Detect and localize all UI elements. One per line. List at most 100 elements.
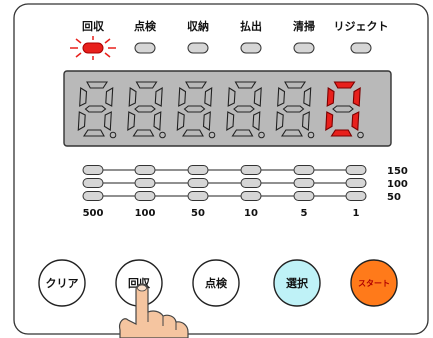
- status-labels: 回収 点検 収納 払出 清掃 リジェクト: [82, 19, 389, 33]
- digit-segment: [178, 87, 187, 107]
- digit-segment: [330, 129, 353, 137]
- denomination-led: [293, 178, 315, 188]
- denomination-led: [187, 191, 209, 201]
- led-kaishu-active: [70, 36, 116, 60]
- decimal-point: [357, 131, 364, 139]
- digit-segment: [183, 105, 206, 113]
- row-label: 150: [387, 166, 408, 177]
- digit-segment: [303, 87, 312, 107]
- denomination-label: 50: [191, 208, 205, 219]
- status-label-seiso: 清掃: [293, 19, 315, 33]
- status-label-tenken: 点検: [134, 19, 157, 33]
- digit-segment: [154, 87, 163, 107]
- digit-segment: [202, 111, 211, 131]
- digit-segment: [77, 111, 86, 131]
- digit-segment: [252, 111, 261, 131]
- status-label-haraidashi: 払出: [240, 19, 262, 33]
- digit-segment: [79, 87, 88, 107]
- denomination-led: [82, 191, 104, 201]
- status-label-reject: リジェクト: [334, 20, 389, 33]
- denomination-led: [293, 191, 315, 201]
- kaishu-button[interactable]: 回収: [115, 259, 163, 307]
- row-label: 100: [387, 179, 408, 190]
- button-face[interactable]: [192, 259, 240, 307]
- denomination-led: [240, 178, 262, 188]
- denomination-led: [187, 165, 209, 175]
- led-reject: [350, 42, 372, 54]
- digit-segment: [132, 129, 155, 137]
- button-label: クリア: [46, 277, 79, 290]
- digit-segment: [204, 87, 213, 107]
- button-face[interactable]: [38, 259, 86, 307]
- decimal-point: [159, 131, 166, 139]
- digit-segment: [226, 111, 235, 131]
- digit-segment: [82, 129, 105, 137]
- denomination-led: [240, 165, 262, 175]
- digit-segment: [231, 129, 254, 137]
- denomination-led: [345, 165, 367, 175]
- digit-segment: [325, 111, 334, 131]
- digit-segment: [153, 111, 162, 131]
- digit-segment: [333, 81, 356, 89]
- digit-segment: [277, 87, 286, 107]
- button-face[interactable]: [350, 259, 398, 307]
- button-label: 点検: [205, 276, 228, 290]
- denomination-led: [293, 165, 315, 175]
- denomination-led: [240, 191, 262, 201]
- digit-segment: [275, 111, 284, 131]
- decimal-point: [258, 131, 265, 139]
- denomination-label: 5: [301, 208, 308, 219]
- denomination-label: 500: [83, 208, 104, 219]
- display-digits: [77, 81, 364, 139]
- select-button[interactable]: 選択: [273, 259, 321, 307]
- pointing-finger-icon: [119, 283, 189, 338]
- display-digit: [275, 81, 315, 139]
- digit-segment: [234, 81, 257, 89]
- denomination-led: [82, 178, 104, 188]
- digit-segment: [135, 81, 158, 89]
- display-digit: [77, 81, 117, 139]
- digit-segment: [280, 129, 303, 137]
- decimal-point: [307, 131, 315, 139]
- seven-segment-display: [63, 70, 392, 147]
- digit-segment: [284, 81, 307, 89]
- denomination-label: 100: [135, 208, 156, 219]
- denomination-led: [82, 165, 104, 175]
- status-leds: [70, 36, 372, 60]
- denomination-led: [345, 191, 367, 201]
- button-label: 選択: [286, 276, 309, 290]
- denomination-label: 10: [244, 208, 258, 219]
- status-label-kaishu: 回収: [82, 19, 105, 33]
- digit-segment: [301, 111, 310, 131]
- clear-button[interactable]: クリア: [38, 259, 86, 307]
- denomination-led: [134, 165, 156, 175]
- denomination-led: [345, 178, 367, 188]
- decimal-point: [208, 131, 216, 139]
- digit-segment: [84, 105, 107, 113]
- denomination-led: [134, 178, 156, 188]
- digit-segment: [227, 87, 236, 107]
- digit-segment: [351, 111, 360, 131]
- denomination-led: [134, 191, 156, 201]
- denomination-led: [187, 178, 209, 188]
- digit-segment: [103, 111, 112, 131]
- digit-segment: [105, 87, 114, 107]
- digit-segment: [185, 81, 208, 89]
- display-digit: [176, 81, 216, 139]
- digit-segment: [128, 87, 137, 107]
- button-face[interactable]: [273, 259, 321, 307]
- digit-segment: [253, 87, 262, 107]
- digit-segment: [176, 111, 185, 131]
- digit-segment: [282, 105, 305, 113]
- digit-segment: [332, 105, 354, 113]
- display-digit: [226, 81, 265, 139]
- denomination-label: 1: [353, 208, 360, 219]
- status-label-shuno: 収納: [187, 19, 209, 33]
- digit-segment: [86, 81, 109, 89]
- start-button[interactable]: スタート: [350, 259, 398, 307]
- led-seiso: [293, 42, 315, 54]
- led-tenken: [134, 42, 156, 54]
- tenken-button[interactable]: 点検: [192, 259, 240, 307]
